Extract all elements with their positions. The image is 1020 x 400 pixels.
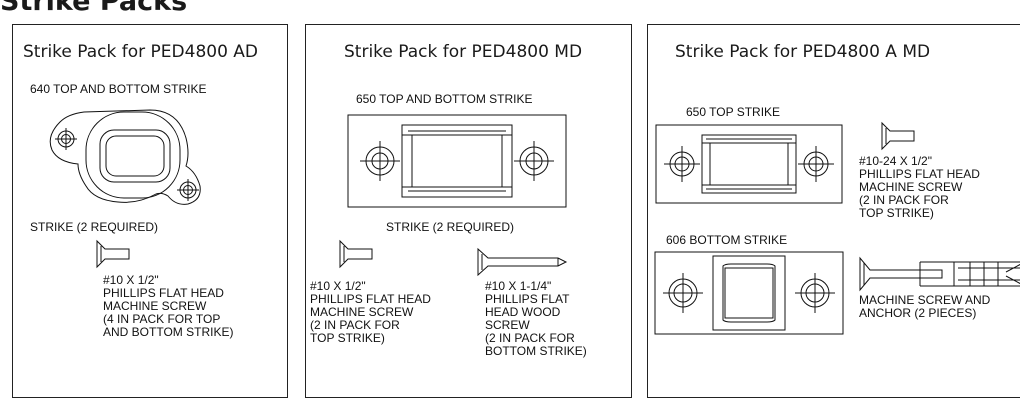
strike-650-drawing bbox=[346, 113, 568, 209]
panel-title: Strike Pack for PED4800 A MD bbox=[675, 42, 931, 62]
strike-label: 650 TOP AND BOTTOM STRIKE bbox=[356, 92, 533, 106]
wood-screw-label: #10 X 1-1/4" PHILLIPS FLAT HEAD WOOD SCR… bbox=[485, 279, 587, 358]
panel-title: Strike Pack for PED4800 AD bbox=[23, 42, 259, 62]
screw-label: #10 X 1/2" PHILLIPS FLAT HEAD MACHINE SC… bbox=[310, 279, 431, 345]
panel-ped4800-md: Strike Pack for PED4800 MD 650 TOP AND B… bbox=[305, 24, 632, 398]
wood-screw-icon bbox=[474, 247, 590, 277]
bottom-strike-label: 606 BOTTOM STRIKE bbox=[666, 233, 788, 247]
flat-head-screw-icon bbox=[878, 121, 918, 151]
panel-ped4800-a-md: Strike Pack for PED4800 A MD 650 TOP STR… bbox=[647, 24, 1020, 398]
machine-screw-anchor-icon bbox=[858, 256, 1020, 292]
panel-title: Strike Pack for PED4800 MD bbox=[344, 42, 583, 62]
strike-label: 640 TOP AND BOTTOM STRIKE bbox=[30, 82, 207, 96]
strike-quantity: STRIKE (2 REQUIRED) bbox=[386, 220, 515, 234]
strike-640-drawing bbox=[38, 104, 218, 206]
flat-head-screw-icon bbox=[93, 239, 133, 269]
top-strike-label: 650 TOP STRIKE bbox=[686, 105, 781, 119]
panel-ped4800-ad: Strike Pack for PED4800 AD 640 TOP AND B… bbox=[12, 24, 288, 398]
screw-label: #10-24 X 1/2" PHILLIPS FLAT HEAD MACHINE… bbox=[859, 154, 980, 220]
screw-label: #10 X 1/2" PHILLIPS FLAT HEAD MACHINE SC… bbox=[103, 273, 234, 339]
flat-head-screw-icon bbox=[336, 239, 376, 269]
anchor-label: MACHINE SCREW AND ANCHOR (2 PIECES) bbox=[859, 293, 991, 320]
strike-quantity: STRIKE (2 REQUIRED) bbox=[30, 220, 159, 234]
page-heading: Strike Packs bbox=[0, 0, 188, 17]
bottom-strike-606-drawing bbox=[653, 250, 845, 336]
top-strike-650-drawing bbox=[654, 123, 844, 205]
